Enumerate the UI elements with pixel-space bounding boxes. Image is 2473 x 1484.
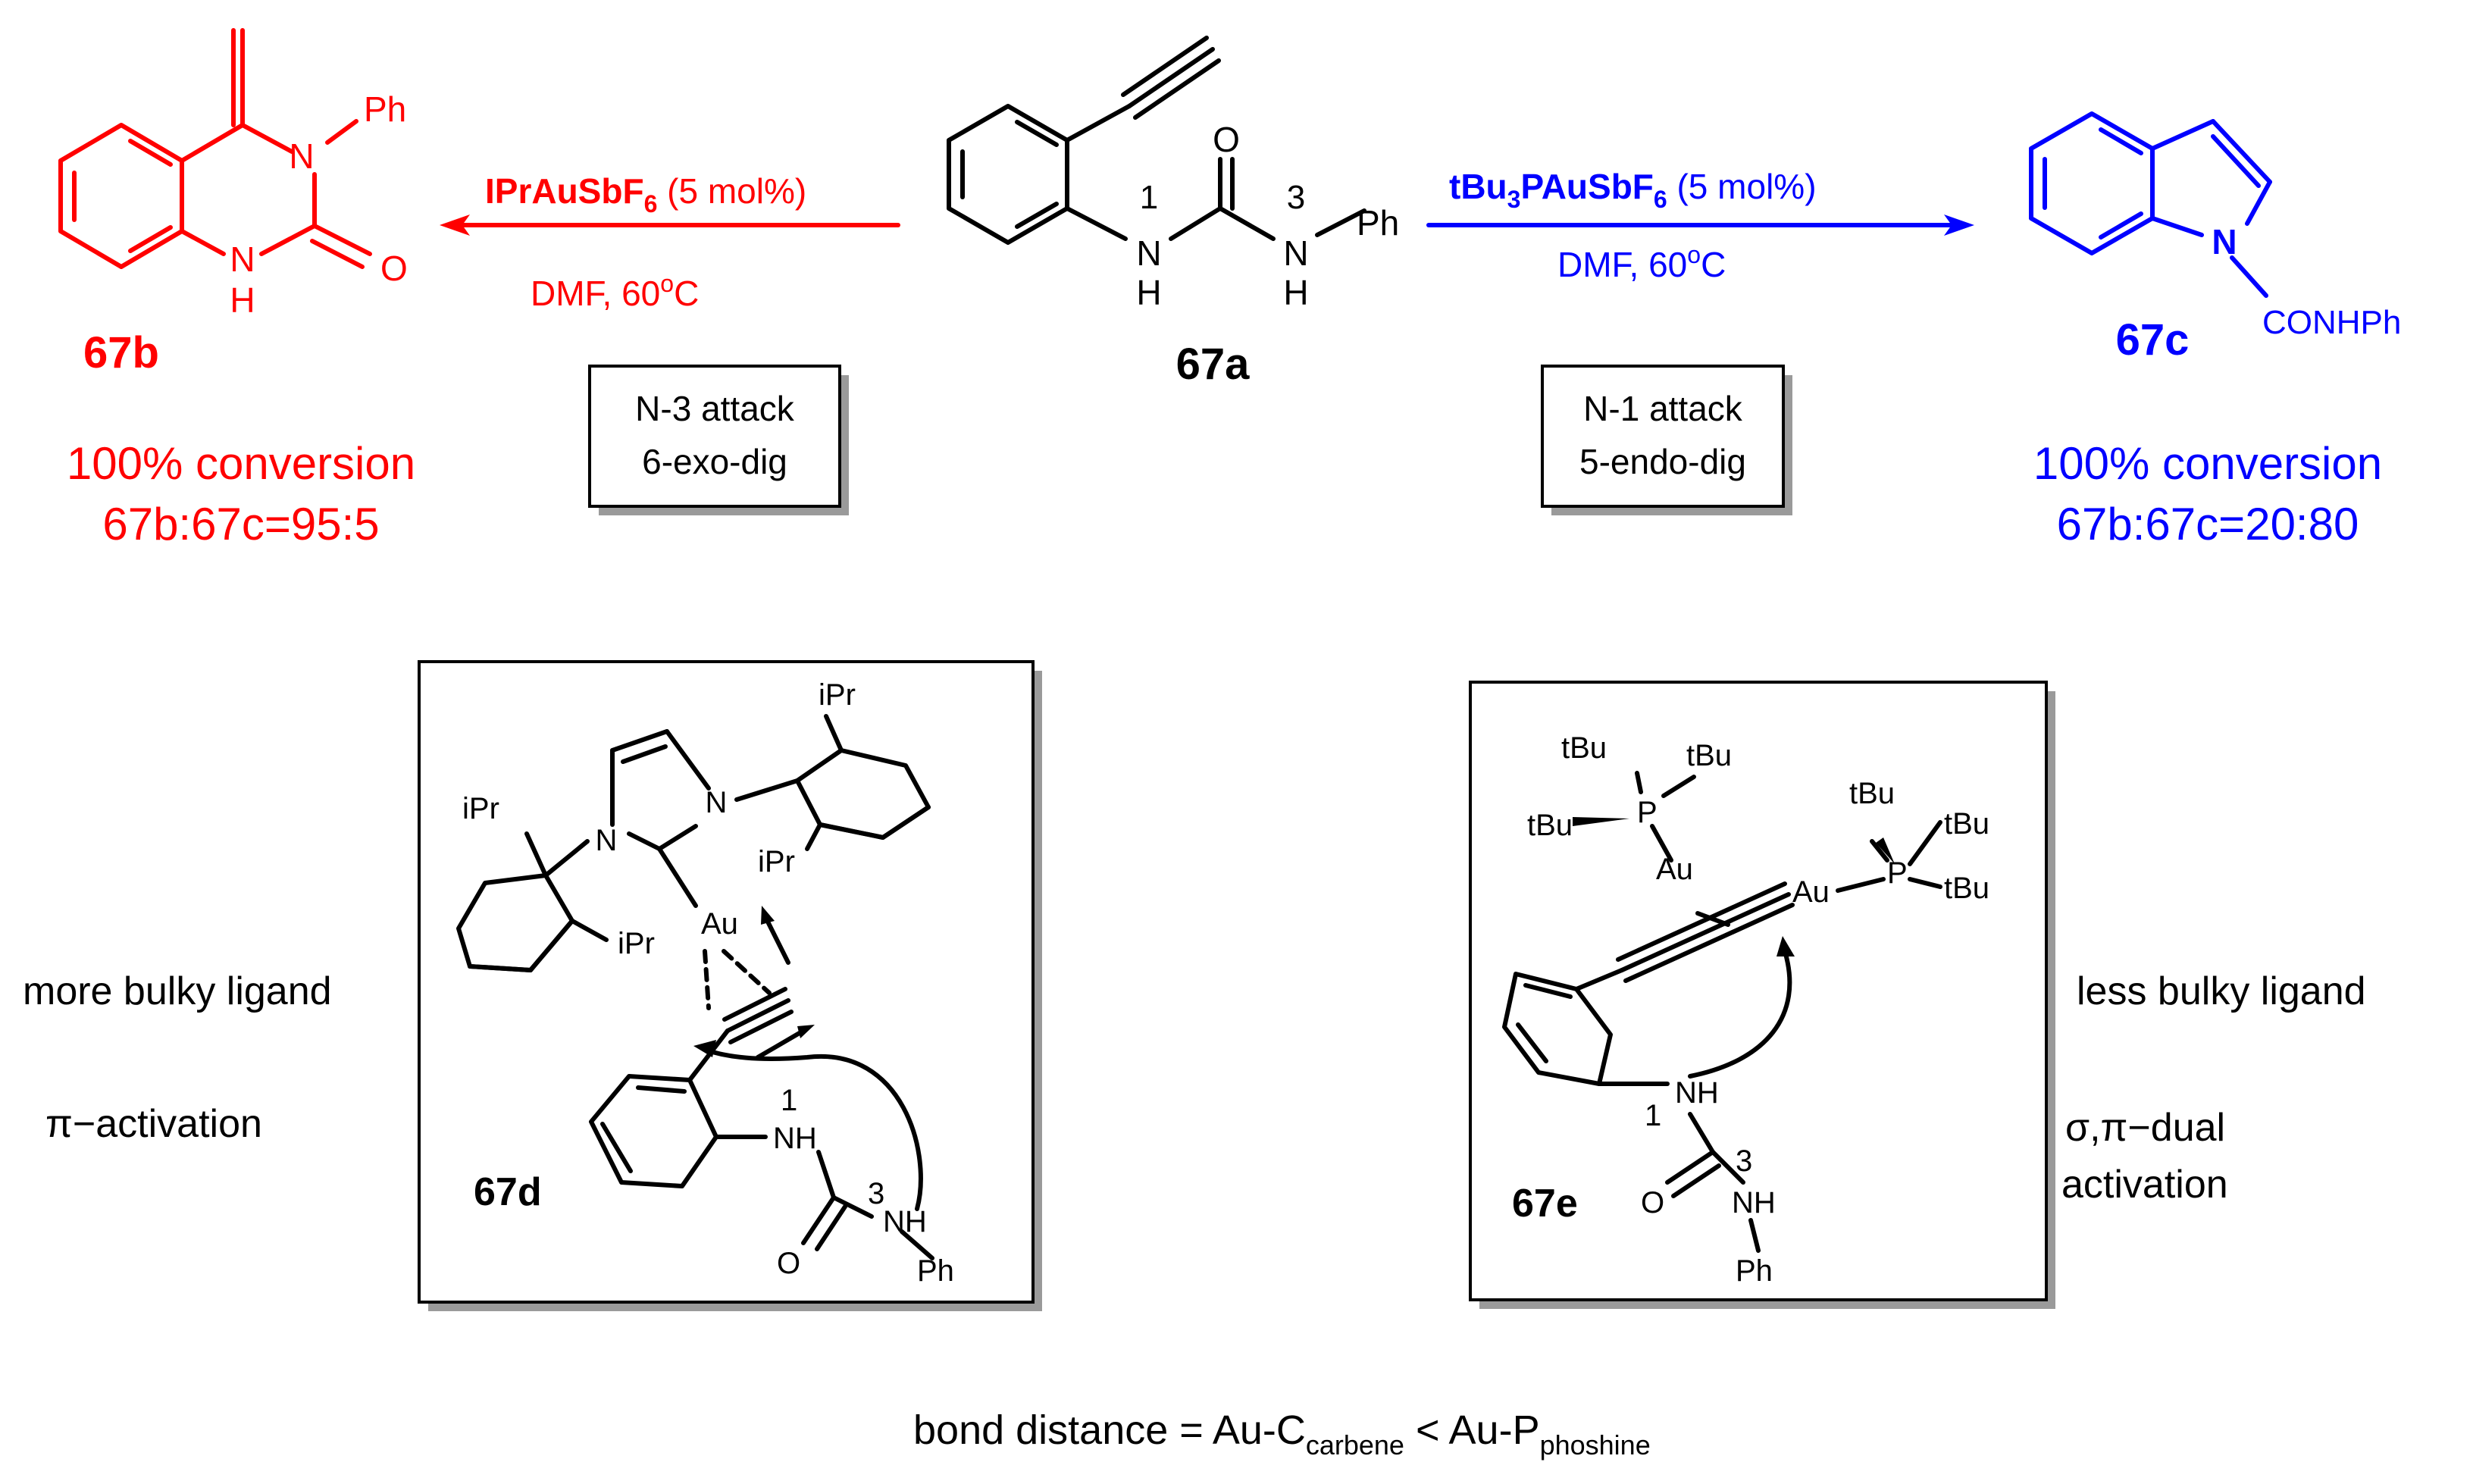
structure-67c: [2029, 111, 2272, 298]
atom-h: H: [1283, 273, 1308, 312]
atom-nh: NH: [773, 1122, 817, 1155]
atom-n: N: [706, 786, 728, 819]
right-catalyst: tBu3PAuSbF6 (5 mol%): [1449, 167, 1817, 213]
atom-o: O: [777, 1247, 800, 1280]
arrowhead-right: [1944, 214, 1974, 236]
tbu-label: tBu: [1527, 809, 1573, 842]
ipr-label: iPr: [819, 678, 856, 712]
tbu-label: tBu: [1561, 731, 1607, 765]
left-mode-box: [588, 365, 841, 508]
left-conditions: DMF, 60oC: [531, 270, 699, 313]
atom-ph: Ph: [364, 89, 406, 129]
right-mode-line1: N-1 attack: [1583, 389, 1743, 428]
label-67e: 67e: [1512, 1182, 1578, 1226]
pos-3: 3: [1736, 1144, 1752, 1178]
atom-conhph: CONHPh: [2262, 304, 2401, 341]
right-activation-note-2: activation: [2061, 1163, 2228, 1207]
atom-n: N: [230, 240, 255, 279]
left-result-line1: 100% conversion: [67, 438, 415, 489]
atom-au: Au: [701, 907, 738, 941]
structure-67b: [58, 28, 372, 269]
tbu-label: tBu: [1686, 739, 1732, 772]
atom-n: N: [1283, 233, 1308, 273]
atom-o: O: [380, 249, 408, 288]
atom-n: N: [2212, 222, 2237, 261]
box-67e: [1469, 681, 2048, 1301]
right-activation-note-1: σ,π−dual: [2065, 1106, 2225, 1150]
atom-n: N: [596, 824, 618, 857]
left-catalyst: IPrAuSbF6 (5 mol%): [485, 171, 806, 218]
ipr-label: iPr: [462, 792, 499, 825]
pos-3: 3: [1287, 179, 1305, 216]
label-67a: 67a: [1176, 340, 1251, 389]
label-67c: 67c: [2116, 315, 2190, 365]
pos-1: 1: [781, 1084, 797, 1117]
right-conditions: DMF, 60oC: [1557, 241, 1726, 284]
right-mode-box: [1541, 365, 1785, 508]
atom-h: H: [230, 280, 255, 320]
structure-67a: [947, 36, 1366, 245]
label-67d: 67d: [474, 1170, 542, 1214]
atom-n: N: [1136, 233, 1161, 273]
label-67b: 67b: [83, 328, 159, 377]
ipr-label: iPr: [618, 927, 655, 960]
right-mode-line2: 5-endo-dig: [1579, 442, 1746, 481]
ipr-label: iPr: [758, 845, 795, 878]
right-result-line2: 67b:67c=20:80: [2057, 499, 2359, 549]
atom-ph: Ph: [1357, 203, 1399, 243]
atom-au: Au: [1656, 853, 1693, 886]
left-mode-line2: 6-exo-dig: [642, 442, 787, 481]
right-result-line1: 100% conversion: [2033, 438, 2382, 489]
atom-au: Au: [1792, 875, 1830, 909]
left-activation-note: π−activation: [45, 1102, 262, 1146]
structure-67d: [456, 714, 934, 1260]
atom-n: N: [289, 136, 314, 176]
atom-p: P: [1637, 796, 1658, 829]
atom-ph: Ph: [1736, 1254, 1773, 1288]
footer-bond-distance: bond distance = Au-Ccarbene < Au-Pphoshi…: [913, 1407, 1651, 1461]
atom-nh: NH: [1732, 1186, 1776, 1219]
tbu-label: tBu: [1849, 777, 1895, 810]
pos-3: 3: [868, 1177, 884, 1210]
arrowhead-left: [440, 214, 470, 236]
tbu-label: tBu: [1944, 807, 1989, 841]
atom-o: O: [1641, 1186, 1664, 1219]
atom-nh: NH: [883, 1205, 927, 1238]
atom-h: H: [1136, 273, 1161, 312]
right-ligand-note: less bulky ligand: [2077, 969, 2366, 1013]
left-result-line2: 67b:67c=95:5: [102, 499, 379, 549]
structure-67e: [1502, 771, 1942, 1253]
atom-o: O: [1213, 120, 1240, 159]
left-ligand-note: more bulky ligand: [23, 969, 332, 1013]
left-mode-line1: N-3 attack: [635, 389, 795, 428]
tbu-label: tBu: [1944, 872, 1989, 905]
atom-nh: NH: [1675, 1076, 1719, 1110]
box-67d: [418, 660, 1035, 1304]
atom-ph: Ph: [917, 1254, 954, 1288]
pos-1: 1: [1140, 179, 1158, 216]
pos-1: 1: [1645, 1099, 1661, 1132]
atom-p: P: [1887, 856, 1908, 890]
